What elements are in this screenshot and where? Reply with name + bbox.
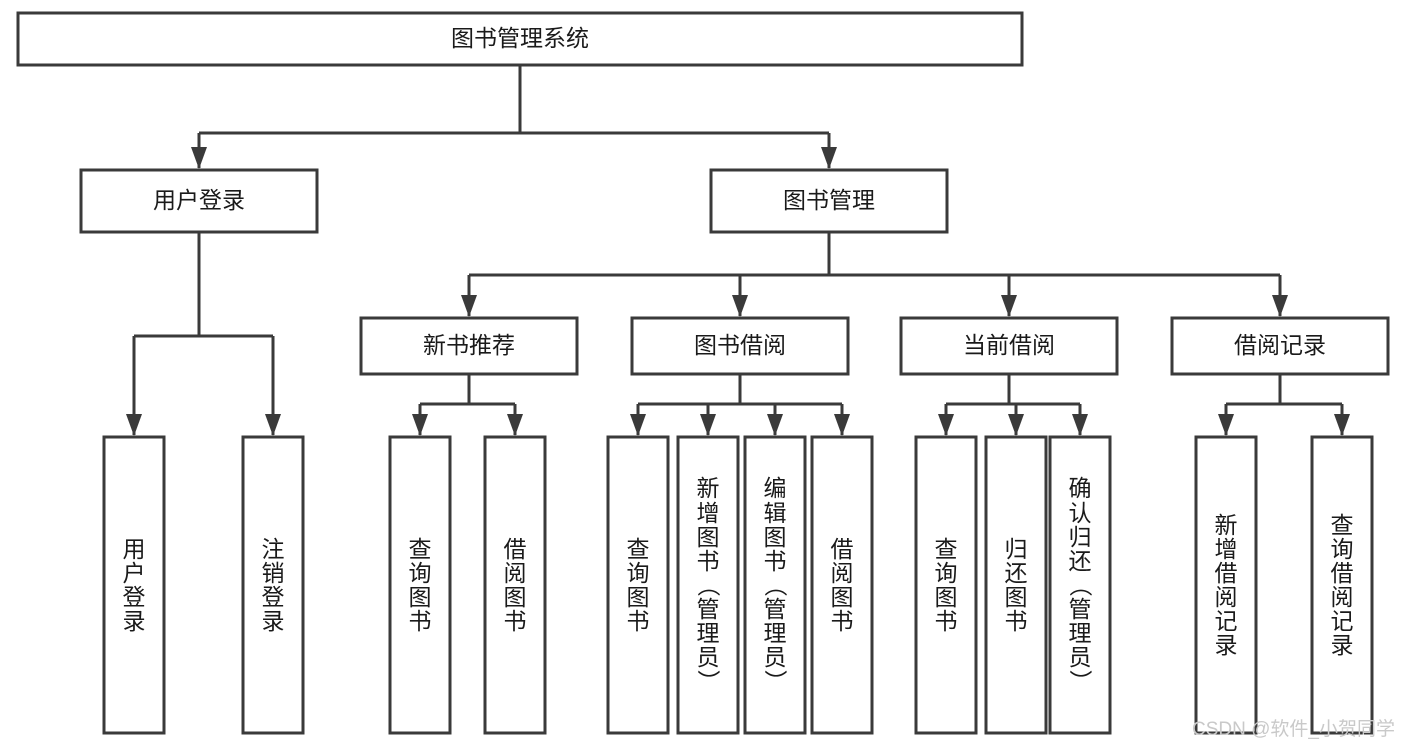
arrow-head-icon — [1272, 295, 1288, 317]
node-label-level3-1: 图书借阅 — [694, 332, 786, 358]
node-box-leaf-4[interactable] — [606, 435, 670, 735]
node-box-leaf-9[interactable] — [984, 435, 1048, 735]
node-label-level3-2: 当前借阅 — [963, 332, 1055, 358]
node-box-level2-1[interactable] — [709, 168, 949, 234]
arrow-head-icon — [1072, 414, 1088, 436]
node-box-leaf-7[interactable] — [810, 435, 874, 735]
arrow-head-icon — [1334, 414, 1350, 436]
node-box-level3-1[interactable] — [630, 316, 850, 376]
connectors-layer — [126, 65, 1350, 436]
node-box-leaf-6[interactable] — [743, 435, 807, 735]
node-box-leaf-0[interactable] — [102, 435, 166, 735]
arrow-head-icon — [938, 414, 954, 436]
node-box-leaf-11[interactable] — [1194, 435, 1258, 735]
node-box-leaf-3[interactable] — [483, 435, 547, 735]
arrow-head-icon — [1218, 414, 1234, 436]
arrow-head-icon — [767, 414, 783, 436]
node-box-leaf-10[interactable] — [1048, 435, 1112, 735]
arrow-head-icon — [834, 414, 850, 436]
node-box-leaf-5[interactable] — [676, 435, 740, 735]
arrow-head-icon — [126, 414, 142, 436]
node-box-level3-3[interactable] — [1170, 316, 1390, 376]
node-box-leaf-8[interactable] — [914, 435, 978, 735]
node-label-level3-0: 新书推荐 — [423, 332, 515, 358]
arrow-head-icon — [412, 414, 428, 436]
arrow-head-icon — [461, 295, 477, 317]
arrow-head-icon — [732, 295, 748, 317]
arrow-head-icon — [1001, 295, 1017, 317]
csdn-watermark: CSDN @软件_小贺同学 — [1192, 719, 1395, 740]
node-box-leaf-12[interactable] — [1310, 435, 1374, 735]
arrow-head-icon — [821, 147, 837, 169]
node-label-level2-0: 用户登录 — [153, 187, 245, 213]
node-box-leaf-1[interactable] — [241, 435, 305, 735]
node-box-leaf-2[interactable] — [388, 435, 452, 735]
arrow-head-icon — [191, 147, 207, 169]
node-box-root[interactable] — [16, 11, 1024, 67]
arrow-head-icon — [1008, 414, 1024, 436]
arrow-head-icon — [507, 414, 523, 436]
node-label-level3-3: 借阅记录 — [1234, 332, 1326, 358]
boxes-layer — [16, 11, 1390, 735]
node-label-level2-1: 图书管理 — [783, 187, 875, 213]
arrow-head-icon — [630, 414, 646, 436]
arrow-head-icon — [265, 414, 281, 436]
node-box-level3-2[interactable] — [899, 316, 1119, 376]
node-box-level3-0[interactable] — [359, 316, 579, 376]
node-label-root: 图书管理系统 — [451, 25, 589, 51]
arrow-head-icon — [700, 414, 716, 436]
node-box-level2-0[interactable] — [79, 168, 319, 234]
